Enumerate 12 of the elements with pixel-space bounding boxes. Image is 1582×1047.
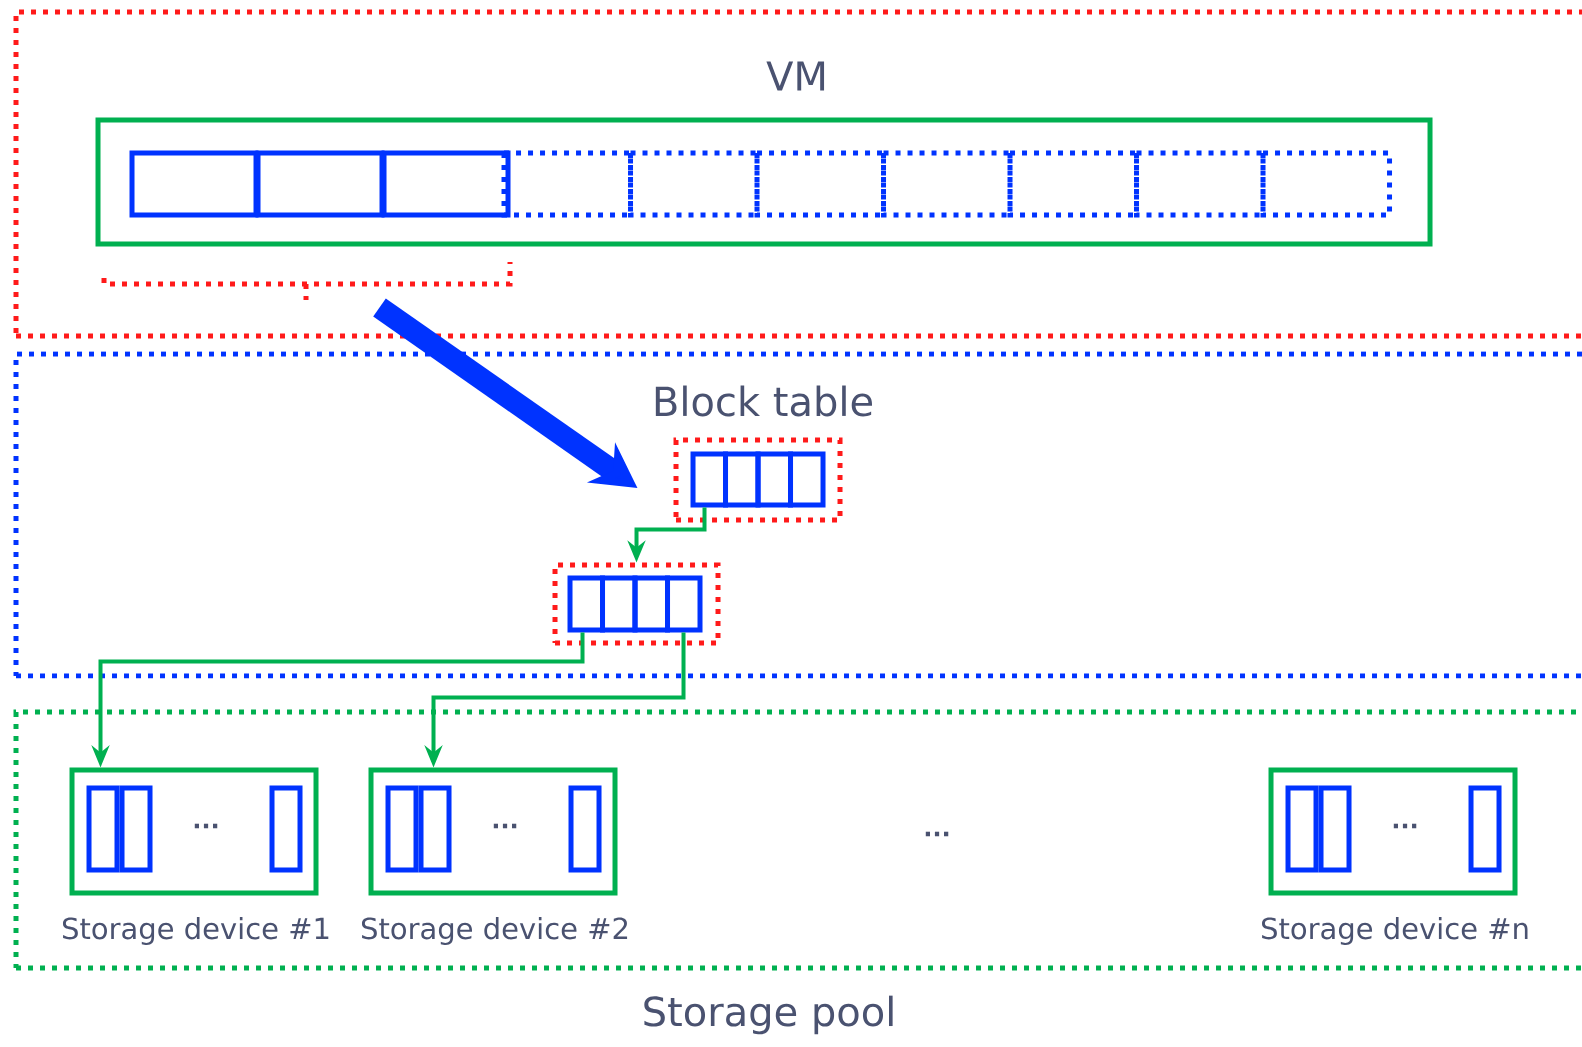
ellipsis: ... <box>1393 823 1417 829</box>
device-label: Storage device #n <box>1262 916 1528 945</box>
device-label: Storage device #1 <box>62 916 329 945</box>
ellipsis: ... <box>194 823 218 829</box>
region-title: VM <box>766 61 825 91</box>
table-box <box>673 437 843 523</box>
region-title: Storage pool <box>644 995 893 1035</box>
region-title: Block table <box>655 385 872 417</box>
device-label: Storage device #2 <box>361 916 628 945</box>
ellipsis: ... <box>925 831 949 837</box>
table-box <box>552 562 721 646</box>
ellipsis: ... <box>493 823 517 829</box>
